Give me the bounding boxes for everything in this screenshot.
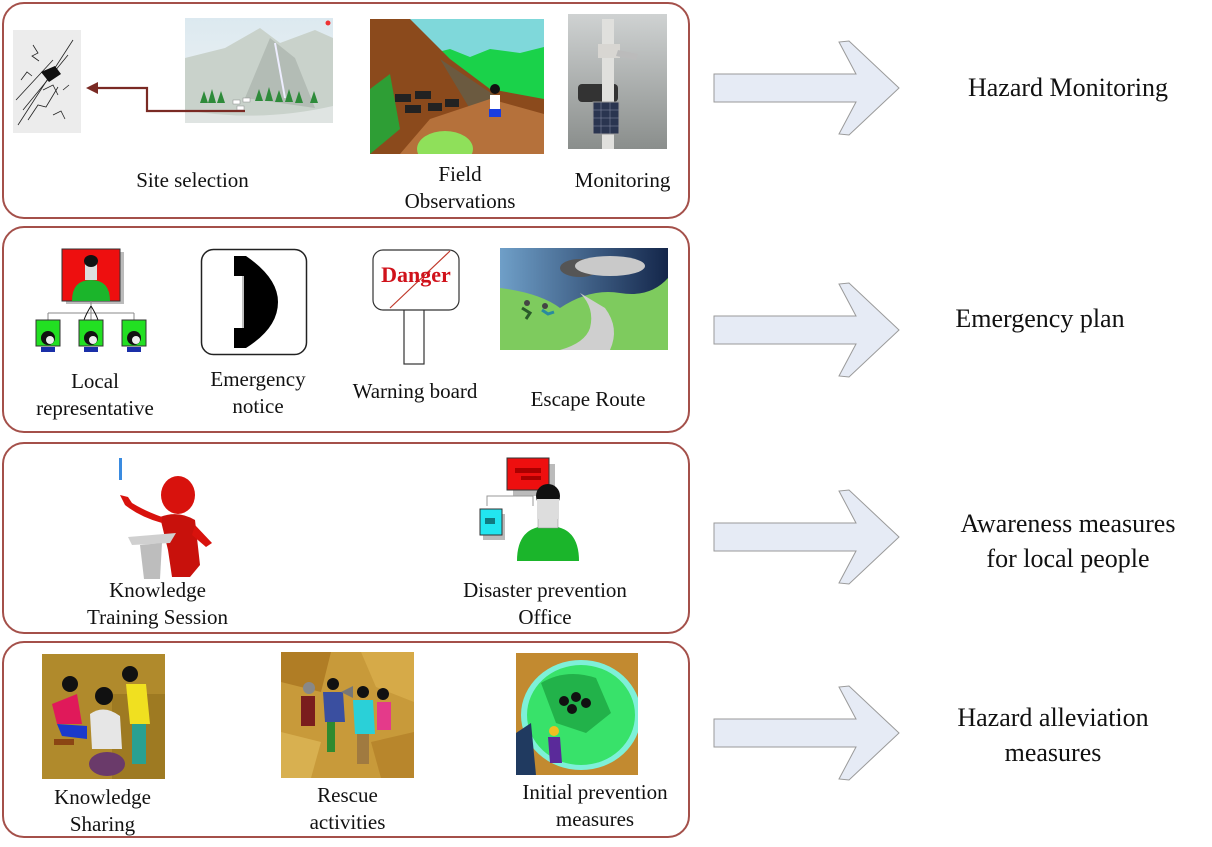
- label-line-1: Initial prevention: [522, 780, 668, 804]
- emergency-notice-label: Emergency notice: [188, 366, 328, 420]
- stage-line-2: measures: [1004, 738, 1102, 767]
- office-org-icon: [475, 456, 585, 564]
- label-line-1: Knowledge: [109, 578, 206, 602]
- escape-route-illustration: [500, 248, 668, 350]
- flow-arrow-2: [713, 282, 900, 378]
- label-line-1: Disaster prevention: [463, 578, 627, 602]
- label-line-1: Emergency: [210, 367, 306, 391]
- monitoring-label: Monitoring: [574, 168, 671, 192]
- label-line-1: Rescue: [317, 783, 378, 807]
- rescue-activities-label: Rescue activities: [275, 782, 420, 836]
- site-selection-label: Site selection: [136, 168, 249, 192]
- escape-route-label: Escape Route: [530, 387, 646, 411]
- label-line-1: Field: [438, 162, 482, 186]
- landslide-sketch-icon: [13, 30, 81, 133]
- label-line-2: Sharing: [69, 812, 136, 836]
- presenter-icon: [100, 455, 220, 580]
- label-line-2: representative: [36, 396, 154, 420]
- initial-prevention-label: Initial prevention measures: [505, 779, 685, 833]
- telephone-icon: [200, 248, 308, 356]
- stage-awareness-measures: Awareness measures for local people: [938, 506, 1198, 576]
- label-line-1: Local: [71, 369, 119, 393]
- field-observation-illustration: [370, 19, 544, 154]
- knowledge-sharing-illustration: [42, 654, 165, 779]
- label-line-2: Observations: [404, 189, 516, 213]
- panel-awareness-measures: [2, 442, 690, 634]
- danger-sign-icon: Danger: [370, 248, 462, 368]
- warning-board-label: Warning board: [352, 379, 478, 403]
- field-observations-label: Field Observations: [380, 161, 540, 215]
- label-line-1: Knowledge: [54, 785, 151, 809]
- flow-arrow-1: [713, 40, 900, 136]
- stage-line-1: Hazard alleviation: [957, 703, 1149, 732]
- monitoring-station-photo: [568, 14, 667, 149]
- stage-hazard-alleviation: Hazard alleviation measures: [923, 700, 1183, 770]
- label-line-2: Office: [518, 605, 572, 629]
- rescue-illustration: [281, 652, 414, 778]
- danger-sign-text: Danger: [381, 262, 451, 287]
- label-line-2: Training Session: [86, 605, 228, 629]
- stage-hazard-monitoring: Hazard Monitoring: [967, 73, 1168, 102]
- mountain-site-illustration: [185, 18, 333, 123]
- prevention-illustration: [516, 653, 638, 775]
- label-line-2: activities: [309, 810, 386, 834]
- local-representative-label: Local representative: [15, 368, 175, 422]
- org-chart-icon: [30, 248, 170, 363]
- flow-arrow-3: [713, 489, 900, 585]
- knowledge-training-label: Knowledge Training Session: [70, 577, 245, 631]
- stage-line-2: for local people: [986, 544, 1150, 573]
- flow-arrow-4: [713, 685, 900, 781]
- stage-emergency-plan: Emergency plan: [955, 304, 1125, 333]
- label-line-2: notice: [232, 394, 284, 418]
- stage-line-1: Awareness measures: [960, 509, 1176, 538]
- label-line-2: measures: [555, 807, 635, 831]
- site-selection-arrow: [86, 82, 245, 113]
- knowledge-sharing-label: Knowledge Sharing: [30, 784, 175, 838]
- disaster-prevention-office-label: Disaster prevention Office: [445, 577, 645, 631]
